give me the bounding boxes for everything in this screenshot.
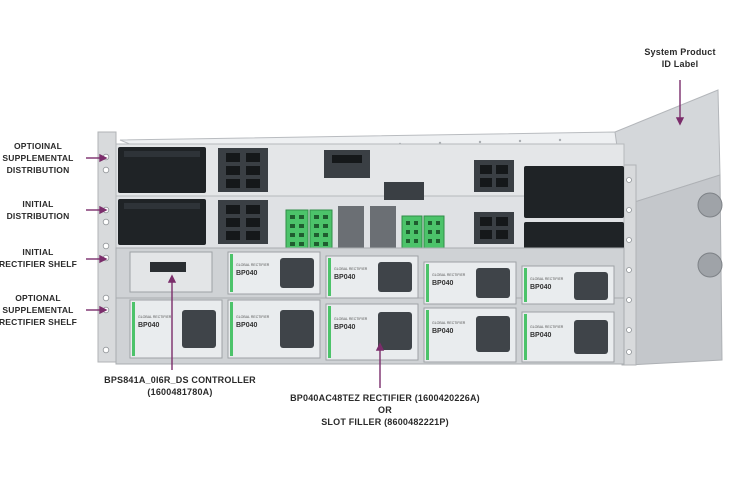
callout-text-line: OPTIONAL [15, 293, 61, 303]
center-breaker-mid [384, 182, 424, 200]
breaker-group-right-lower [474, 212, 514, 244]
rectifier-brand-text: GLOBAL RECTIFIER [530, 277, 564, 281]
callout-text-line: INITIAL [22, 199, 54, 209]
initial-distribution-callout: INITIAL DISTRIBUTION [0, 198, 84, 222]
rectifier-model-text: BP040 [432, 280, 454, 287]
initial-distribution-module [118, 199, 206, 245]
breaker-group-left-lower [218, 200, 268, 244]
rectifier-brand-text: GLOBAL RECTIFIER [236, 315, 270, 319]
callout-text-line: SUPPLEMENTAL [2, 153, 74, 163]
rectifier-vent-grids [182, 258, 608, 354]
rectifier-brand-text: GLOBAL RECTIFIER [334, 317, 368, 321]
rectifier-model-text: BP040 [334, 274, 356, 281]
rectifier-brand-text: GLOBAL RECTIFIER [530, 325, 564, 329]
rectifier-model-text: BP040 [138, 322, 160, 329]
optional-distribution-module [118, 147, 206, 193]
rectifier-callout: BP040AC48TEZ RECTIFIER (1600420226A) OR … [270, 392, 500, 428]
optional-supplemental-rectifier-shelf-callout: OPTIONAL SUPPLEMENTAL RECTIFIER SHELF [0, 292, 84, 328]
rectifier-brand-text: GLOBAL RECTIFIER [138, 315, 172, 319]
callout-text-line: ID Label [661, 59, 699, 69]
initial-rectifier-shelf-callout: INITIAL RECTIFIER SHELF [0, 246, 84, 270]
optional-supplemental-distribution-callout: OPTIOINAL SUPPLEMENTAL DISTRIBUTION [0, 140, 84, 176]
callout-lines [86, 80, 685, 388]
rectifier-brand-text: GLOBAL RECTIFIER [236, 263, 270, 267]
callout-text-line: INITIAL [22, 247, 54, 257]
side-fan-upper [697, 192, 723, 218]
callout-text-line: OR [378, 405, 392, 415]
breaker-group-left-upper [218, 148, 268, 192]
callout-text-line: (1600481780A) [147, 387, 213, 397]
right-rail-holes [626, 177, 632, 355]
rectifier-model-text: BP040 [530, 332, 552, 339]
callout-text-line: RECTIFIER SHELF [0, 259, 78, 269]
controller-callout: BPS841A_0I6R_DS CONTROLLER (1600481780A) [80, 374, 280, 398]
system-product-id-label-callout: System Product ID Label [630, 46, 730, 70]
green-terminal-blocks-left [285, 209, 333, 257]
center-breaker-upper [324, 150, 370, 178]
rectifier-model-text: BP040 [334, 324, 356, 331]
callout-text-line: OPTIOINAL [13, 141, 63, 151]
rectifier-brand-text: GLOBAL RECTIFIER [334, 267, 368, 271]
side-fan-lower [697, 252, 723, 278]
rectifier-model-text: BP040 [530, 284, 552, 291]
breaker-group-right-upper [474, 160, 514, 192]
callout-text-line: System Product [644, 47, 716, 57]
callout-text-line: BP040AC48TEZ RECTIFIER (1600420226A) [290, 393, 480, 403]
rectifier-brand-text: GLOBAL RECTIFIER [432, 273, 466, 277]
callout-text-line: SLOT FILLER (8600482221P) [321, 417, 449, 427]
rectifier-brand-text: GLOBAL RECTIFIER [432, 321, 466, 325]
callout-text-line: SUPPLEMENTAL [2, 305, 74, 315]
rectifier-model-text: BP040 [236, 322, 258, 329]
callout-text-line: RECTIFIER SHELF [0, 317, 78, 327]
callout-text-line: DISTRIBUTION [6, 211, 70, 221]
callout-text-line: BPS841A_0I6R_DS CONTROLLER [104, 375, 256, 385]
rectifier-model-text: BP040 [236, 270, 258, 277]
callout-text-line: DISTRIBUTION [6, 165, 70, 175]
rectifier-model-text: BP040 [432, 328, 454, 335]
rectifier-row-lower [129, 299, 615, 363]
rectifier-status-strips [132, 254, 527, 360]
right-distribution-module-upper [524, 166, 624, 218]
